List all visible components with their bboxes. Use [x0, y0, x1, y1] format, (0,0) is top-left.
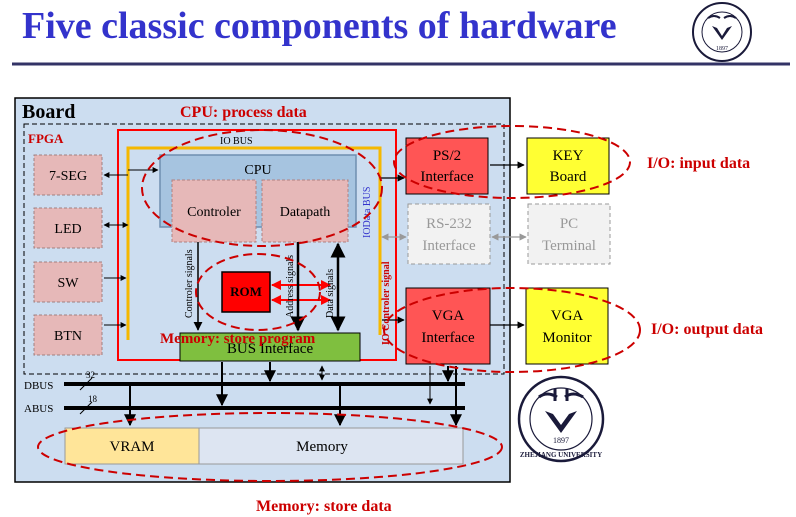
vga-interface-block [405, 287, 491, 365]
controler-signals-label: Controler signals [184, 249, 195, 318]
key-board-block [526, 137, 610, 195]
memory-data-caption: Memory: store data [256, 498, 392, 515]
university-logo-bottom: 1897 ZHEJIANG UNIVERSITY [517, 375, 605, 463]
vram-label: VRAM [109, 439, 154, 455]
ps2-line2: Interface [420, 169, 474, 185]
rs232-line1: RS-232 [426, 216, 472, 232]
logo-year-top: 1897 [716, 46, 728, 52]
io-bus-line [126, 146, 382, 340]
pc-line2: Terminal [542, 238, 596, 254]
slide-title: Five classic components of hardware [22, 5, 617, 47]
university-logo-top: 1897 [692, 2, 752, 62]
dbus-label: DBUS [24, 380, 53, 392]
logo-year-bottom: 1897 [553, 436, 569, 445]
data-signals-label: Data signals [325, 269, 336, 318]
vga-mon-line1: VGA [551, 308, 584, 324]
rom-block [221, 271, 271, 313]
ps2-interface-block [405, 137, 489, 195]
iodata-bus-label: IOData BUS [362, 187, 373, 238]
vga-mon-line2: Monitor [542, 330, 591, 346]
sw-label: SW [58, 276, 80, 291]
seg7-label: 7-SEG [49, 169, 87, 184]
key-line2: Board [550, 169, 587, 185]
io-controler-signal-label: IO Controler signal [381, 261, 392, 345]
signal-lines [193, 242, 346, 332]
led-label: LED [54, 222, 81, 237]
sw-block [33, 261, 103, 303]
datapath-label: Datapath [280, 205, 331, 220]
dbus-width: 32 [86, 370, 95, 380]
abus-label: ABUS [24, 403, 53, 415]
rom-label: ROM [230, 284, 262, 299]
fpga-label: FPGA [28, 131, 64, 146]
pc-line1: PC [560, 216, 578, 232]
logo-text-bottom: ZHEJIANG UNIVERSITY [520, 451, 602, 459]
btn-label: BTN [54, 329, 82, 344]
vga-monitor-block [525, 287, 609, 365]
pc-terminal-block [527, 203, 611, 265]
io-bus-label: IO BUS [220, 136, 253, 147]
memory-program-caption: Memory: store program [160, 331, 316, 347]
annotation-ellipses [37, 125, 641, 482]
board-label: Board [22, 101, 75, 123]
bus-interface-block [179, 332, 361, 362]
vga-if-line1: VGA [432, 308, 465, 324]
controler-box [171, 179, 257, 243]
io-input-caption: I/O: input data [647, 155, 750, 172]
rs232-line2: Interface [422, 238, 476, 254]
ps2-line1: PS/2 [433, 148, 461, 164]
address-signals-label: Address signals [285, 255, 296, 318]
led-block [33, 207, 103, 249]
io-arrows [380, 161, 525, 329]
key-line1: KEY [553, 148, 584, 164]
btn-block [33, 314, 103, 356]
cpu-caption: CPU: process data [180, 104, 307, 121]
dbus-slash [79, 377, 93, 391]
fpga-blocks: 7-SEG LED SW BTN [33, 154, 103, 356]
fpga-arrows [103, 167, 159, 328]
abus-width: 18 [88, 394, 98, 404]
bus-drop-lines [124, 362, 462, 427]
controler-label: Controler [187, 205, 241, 220]
vga-if-line2: Interface [421, 330, 475, 346]
cpu-label: CPU [244, 163, 271, 178]
memory-block [198, 427, 464, 465]
io-output-caption: I/O: output data [651, 321, 763, 338]
abus-slash [79, 401, 93, 415]
memory-label: Memory [296, 439, 348, 455]
seg7-block [33, 154, 103, 196]
bus-interface-label: BUS Interface [227, 341, 314, 357]
rs232-interface-block [407, 203, 491, 265]
